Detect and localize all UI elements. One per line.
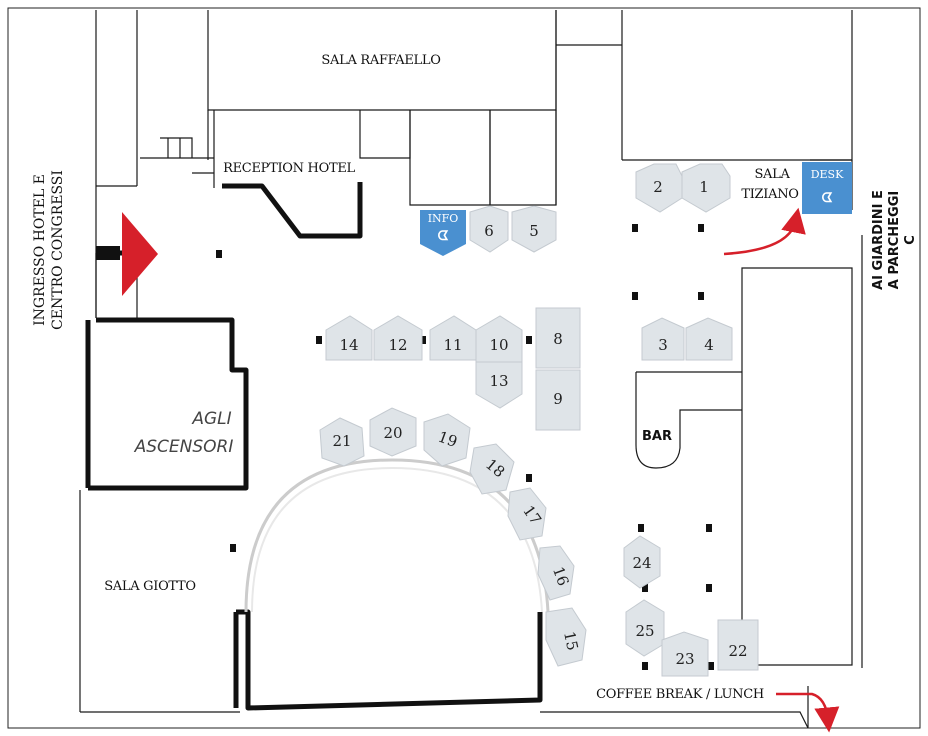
booth-10: 10 [489,336,508,354]
thin-walls [79,10,863,729]
svg-text:CENTRO CONGRESSI: CENTRO CONGRESSI [50,170,66,330]
booth-6: 6 [484,222,494,240]
map-frame [7,7,921,729]
route-arrow-coffee [776,692,840,733]
desk-label: DESK [811,168,844,181]
booths [319,162,852,677]
booth-1: 1 [699,178,709,196]
info-logo-icon: ᗧ [438,229,449,244]
svg-text:INGRESSO HOTEL E: INGRESSO HOTEL E [32,174,48,326]
ascensori-label-2: ASCENSORI [134,437,234,457]
booth-4: 4 [704,336,714,354]
thick-walls [85,182,543,711]
entrance-arrow [96,212,158,296]
booth-5: 5 [529,222,539,240]
booth-2: 2 [653,178,663,196]
sala-giotto-label: SALA GIOTTO [104,579,196,594]
booth-16: 16 [549,564,572,588]
booth-23: 23 [675,650,694,668]
booth-21: 21 [332,432,351,450]
route-arrow-tiziano [723,207,806,256]
booth-13: 13 [489,372,508,390]
booth-8: 8 [553,330,563,348]
booth-25: 25 [635,622,654,640]
pillars [216,224,714,670]
booth-11: 11 [443,336,462,354]
sala-raffaello-label: SALA RAFFAELLO [321,53,440,68]
coffee-break-label: COFFEE BREAK / LUNCH [596,687,764,702]
booth-19: 19 [436,428,460,451]
booth-22: 22 [728,642,747,660]
exit-gardens-label: AI GIARDINI E A PARCHEGGI C [871,190,918,290]
sala-tiziano-label-1: SALA [754,167,790,182]
desk-booth [802,162,852,214]
booth-20: 20 [383,424,402,442]
info-booth [420,210,466,256]
booth-12: 12 [388,336,407,354]
desk-logo-icon: ᗧ [822,191,833,206]
entrance-label: INGRESSO HOTEL E CENTRO CONGRESSI [32,170,66,330]
booth-15: 15 [560,630,582,652]
booth-14: 14 [339,336,358,354]
info-label: INFO [428,212,459,225]
bar-label: BAR [642,429,672,444]
ascensori-label-1: AGLI [191,409,231,429]
sala-tiziano-label-2: TIZIANO [741,187,798,202]
svg-text:A PARCHEGGI: A PARCHEGGI [887,191,902,289]
reception-hotel-label: RECEPTION HOTEL [223,161,355,176]
booth-24: 24 [632,554,651,572]
svg-text:C: C [903,235,918,245]
svg-text:AI GIARDINI E: AI GIARDINI E [871,190,886,290]
booth-numbers: 1 2 3 4 5 6 8 9 10 11 12 13 14 15 16 17 … [332,178,747,668]
booth-9: 9 [553,390,563,408]
booth-3: 3 [658,336,668,354]
